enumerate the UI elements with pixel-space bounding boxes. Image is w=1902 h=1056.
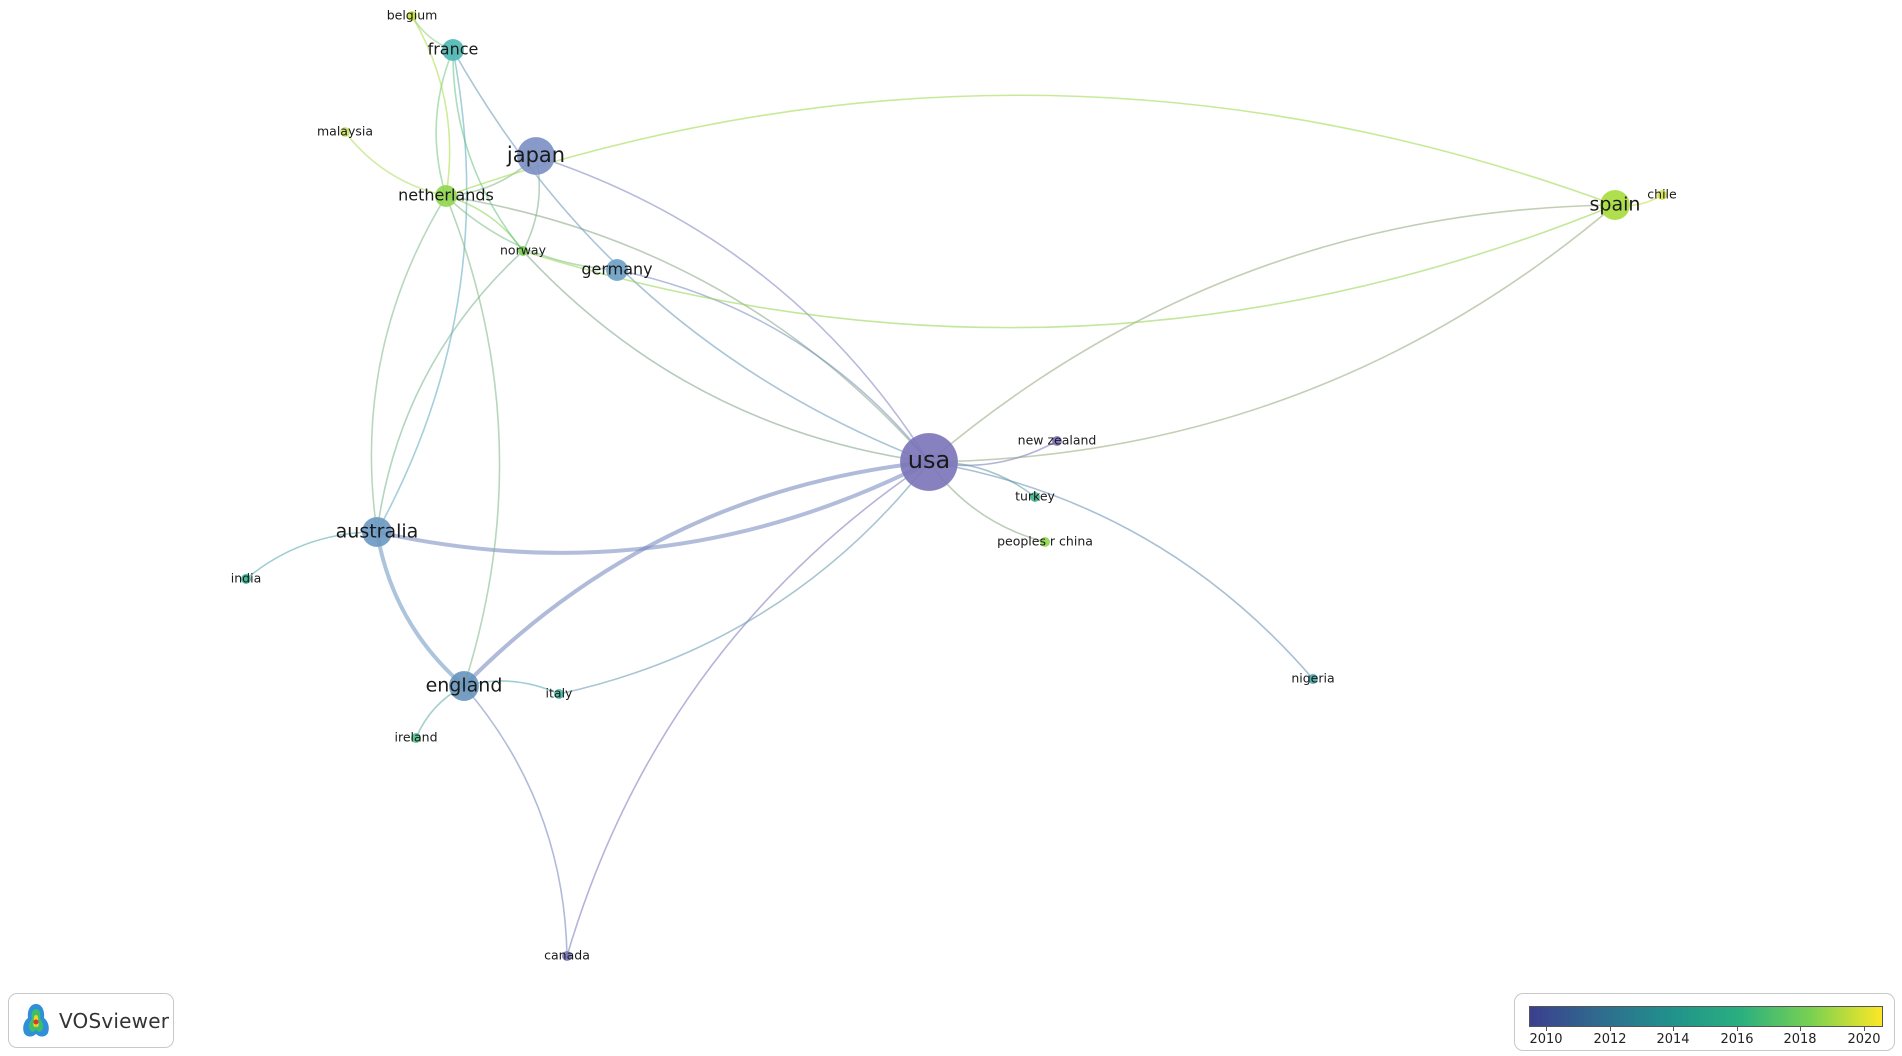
edge-netherlands-malaysia bbox=[344, 131, 447, 197]
node-label-germany: germany bbox=[581, 260, 652, 279]
node-label-spain: spain bbox=[1590, 194, 1641, 216]
node-label-japan: japan bbox=[506, 143, 565, 167]
edge-australia-norway bbox=[376, 250, 524, 533]
node-australia[interactable] bbox=[361, 516, 393, 548]
legend-label-2020: 2020 bbox=[1847, 1032, 1881, 1047]
vosviewer-logo: VOSviewer bbox=[8, 993, 174, 1048]
edge-australia-india bbox=[245, 531, 378, 580]
edge-australia-netherlands bbox=[370, 195, 447, 533]
node-turkey[interactable] bbox=[1029, 491, 1041, 503]
legend-label-2014: 2014 bbox=[1656, 1032, 1690, 1047]
node-chile[interactable] bbox=[1656, 189, 1668, 201]
edge-usa-netherlands bbox=[445, 195, 930, 463]
edge-usa-italy bbox=[558, 461, 930, 695]
edge-spain-norway bbox=[522, 204, 1616, 329]
edge-usa-japan bbox=[535, 155, 930, 463]
node-japan[interactable] bbox=[516, 136, 556, 176]
node-label-norway: norway bbox=[500, 243, 547, 258]
edge-australia-france bbox=[376, 49, 468, 533]
node-label-new_zealand: new zealand bbox=[1018, 433, 1097, 448]
node-label-australia: australia bbox=[336, 521, 419, 543]
edge-usa-france bbox=[452, 49, 930, 463]
node-usa[interactable] bbox=[899, 432, 959, 492]
vosviewer-logo-text: VOSviewer bbox=[59, 1008, 170, 1033]
node-label-canada: canada bbox=[544, 948, 590, 963]
legend-label-2012: 2012 bbox=[1593, 1032, 1627, 1047]
edge-australia-england bbox=[375, 530, 466, 688]
edge-spain-netherlands bbox=[445, 94, 1616, 206]
node-layer bbox=[240, 10, 1668, 962]
node-norway[interactable] bbox=[517, 245, 529, 257]
node-label-netherlands: netherlands bbox=[398, 186, 494, 205]
node-label-turkey: turkey bbox=[1015, 489, 1055, 504]
edge-england-canada bbox=[463, 685, 568, 957]
node-label-belgium: belgium bbox=[387, 8, 438, 23]
legend-gradient-bar bbox=[1529, 1006, 1883, 1027]
node-england[interactable] bbox=[448, 670, 480, 702]
legend-label-2018: 2018 bbox=[1783, 1032, 1817, 1047]
node-italy[interactable] bbox=[553, 688, 565, 700]
edge-usa-canada bbox=[566, 461, 930, 957]
node-france[interactable] bbox=[441, 38, 465, 62]
legend-label-2016: 2016 bbox=[1720, 1032, 1754, 1047]
year-color-legend: 2010 2012 2014 2016 2018 2020 bbox=[1514, 993, 1895, 1051]
node-label-england: england bbox=[426, 675, 503, 697]
vosviewer-logo-icon bbox=[23, 1003, 49, 1036]
edge-layer bbox=[245, 15, 1663, 957]
edge-spain-usa bbox=[928, 204, 1616, 463]
edge-usa-spain bbox=[928, 204, 1616, 463]
node-nigeria[interactable] bbox=[1307, 673, 1319, 685]
legend-tick bbox=[1800, 1027, 1801, 1031]
node-netherlands[interactable] bbox=[434, 184, 458, 208]
edge-usa-australia bbox=[375, 460, 931, 555]
node-label-italy: italy bbox=[546, 686, 574, 701]
node-malaysia[interactable] bbox=[339, 126, 351, 138]
node-label-peoples_r_china: peoples r china bbox=[997, 534, 1093, 549]
node-label-india: india bbox=[231, 571, 261, 586]
node-label-ireland: ireland bbox=[394, 730, 437, 745]
edge-usa-germany bbox=[616, 269, 930, 463]
edge-usa-nigeria bbox=[928, 461, 1314, 680]
label-layer: usa japan australia england spain netherlands… bbox=[231, 8, 1677, 963]
legend-tick bbox=[1610, 1027, 1611, 1031]
legend-tick bbox=[1864, 1027, 1865, 1031]
legend-tick bbox=[1737, 1027, 1738, 1031]
legend-tick bbox=[1546, 1027, 1547, 1031]
node-new_zealand[interactable] bbox=[1051, 435, 1063, 447]
edge-netherlands-france bbox=[435, 49, 454, 197]
node-germany[interactable] bbox=[605, 258, 629, 282]
node-canada[interactable] bbox=[561, 950, 573, 962]
node-peoples_r_china[interactable] bbox=[1039, 536, 1051, 548]
node-label-france: france bbox=[428, 40, 479, 59]
node-label-usa: usa bbox=[908, 446, 950, 474]
legend-label-2010: 2010 bbox=[1529, 1032, 1563, 1047]
legend-tick bbox=[1673, 1027, 1674, 1031]
edge-england-netherlands bbox=[445, 195, 501, 687]
node-india[interactable] bbox=[240, 573, 252, 585]
node-belgium[interactable] bbox=[406, 10, 418, 22]
edge-netherlands-belgium bbox=[411, 15, 451, 197]
node-label-nigeria: nigeria bbox=[1291, 671, 1334, 686]
edge-france-norway bbox=[452, 49, 524, 252]
node-label-chile: chile bbox=[1647, 187, 1677, 202]
edge-usa-england bbox=[462, 460, 931, 688]
edge-usa-norway bbox=[522, 250, 930, 463]
node-spain[interactable] bbox=[1599, 189, 1631, 221]
node-ireland[interactable] bbox=[410, 732, 422, 744]
node-label-malaysia: malaysia bbox=[317, 124, 373, 139]
